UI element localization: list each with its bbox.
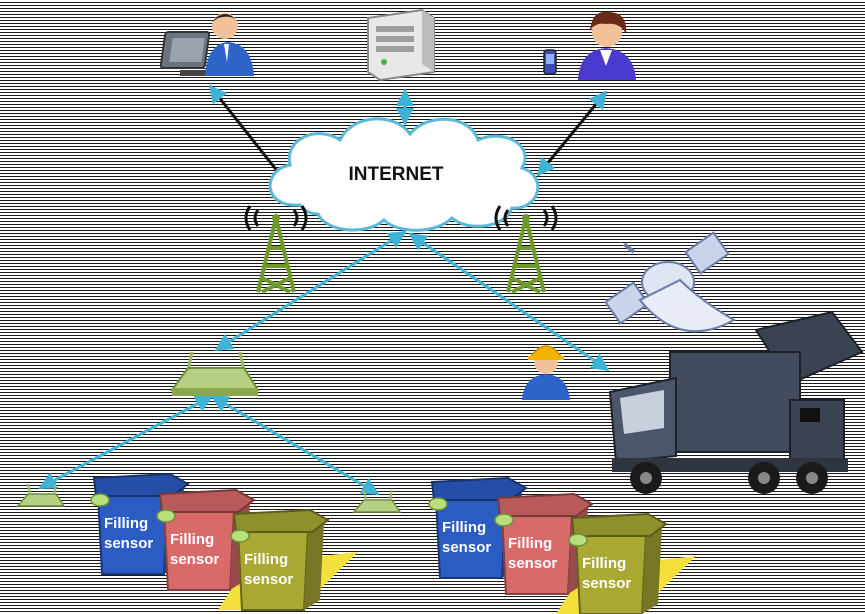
links [38, 84, 610, 496]
cell-tower-right-icon [494, 205, 558, 294]
link-router-sensor-left [38, 394, 214, 490]
sensor-antenna-right-icon [352, 489, 402, 513]
bin-body [574, 533, 648, 614]
link-internet-router [214, 230, 407, 352]
link-internet-truck [408, 232, 610, 372]
user-at-computer-icon [159, 13, 254, 76]
sensor-node-icon [428, 497, 448, 511]
waste-bin: Filling sensor [568, 512, 668, 614]
server-icon [367, 8, 435, 82]
link-router-sensor-right [210, 394, 380, 496]
internet-cloud: INTERNET [268, 117, 540, 232]
bin-body [434, 497, 508, 579]
waste-bin: Filling sensor [230, 508, 330, 611]
bin-body [500, 513, 574, 595]
sensor-node-icon [90, 493, 110, 507]
bin-label-line1: Filling [170, 531, 214, 548]
bin-lid [158, 488, 256, 513]
bin-label-line2: sensor [508, 555, 557, 572]
sensor-node-icon [494, 513, 514, 527]
internet-label: INTERNET [349, 164, 444, 185]
garbage-truck-icon [608, 310, 864, 494]
bin-label-line2: sensor [244, 571, 293, 588]
bin-label-line1: Filling [244, 551, 288, 568]
bin-side [304, 522, 324, 610]
sensor-antenna-left-icon [16, 483, 66, 507]
waste-bin: Filling sensor [156, 488, 256, 591]
sensor-node-icon [156, 509, 176, 523]
cell-tower-left-icon [244, 205, 308, 294]
bin-label-line2: sensor [442, 539, 491, 556]
link-user-phone-internet [536, 90, 608, 177]
bin-label-line1: Filling [442, 519, 486, 536]
bin-body [236, 529, 310, 611]
bin-lid [570, 512, 668, 537]
bin-side [642, 526, 662, 614]
bin-lid [430, 476, 528, 501]
user-with-phone-icon [543, 11, 636, 80]
satellite-icon [604, 231, 737, 333]
bin-lid [496, 492, 594, 517]
bin-label-line1: Filling [582, 555, 626, 572]
wireless-router-icon [170, 351, 260, 396]
link-user-computer-internet [208, 84, 280, 173]
sensor-node-icon [568, 533, 588, 547]
bin-body [96, 493, 170, 575]
bin-body [162, 509, 236, 591]
sensor-node-icon [230, 529, 250, 543]
bin-label-line2: sensor [104, 535, 153, 552]
bin-label-line2: sensor [582, 575, 631, 592]
bin-label-line1: Filling [508, 535, 552, 552]
bin-label-line2: sensor [170, 551, 219, 568]
bin-label-line1: Filling [104, 515, 148, 532]
worker-icon [522, 345, 570, 400]
bin-lid [232, 508, 330, 533]
bin-lid [92, 472, 190, 497]
